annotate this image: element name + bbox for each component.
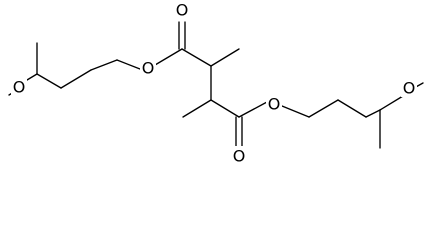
bond-right-ch-to-ether — [379, 95, 404, 111]
bond-left-oxy-to-ester-o — [116, 59, 141, 70]
o-right-ether-label: O — [403, 79, 416, 98]
bond-left-ester-o-to-carbonyl-carbon — [154, 48, 183, 66]
bond-left-ether-to-ch — [26, 73, 38, 81]
o-right-ester-label: O — [268, 95, 281, 114]
bond-right-ch2-to-ch2 — [337, 99, 367, 118]
o-bottom-carbonyl-label: O — [233, 147, 246, 166]
bond-right-ch2-to-ch — [365, 109, 381, 118]
bond-left-carbonyl-to-ch — [181, 48, 212, 67]
bond-layer — [8, 21, 424, 149]
bond-left-ch-to-ch2 — [36, 73, 62, 89]
o-left-ester-label: O — [142, 59, 155, 78]
bond-right-ester-o-to-oxy — [281, 105, 310, 118]
o-right-ether-background — [401, 79, 417, 97]
o-top-carbonyl-label: O — [176, 1, 189, 20]
o-left-ether-background — [11, 78, 27, 96]
o-left-ether-label: O — [13, 78, 26, 97]
bond-right-carbonyl-to-ester-o — [238, 101, 268, 118]
atom-label-layer: O O O O O O — [11, 0, 417, 166]
o-top-carbonyl-background — [174, 0, 190, 20]
bond-left-ch2-to-ch2 — [60, 69, 92, 89]
chemical-structure-diagram: O O O O O O — [8, 0, 424, 166]
o-right-ester-background — [266, 95, 282, 113]
bond-lower-ch-to-carbonyl-carbon — [210, 99, 240, 118]
bond-right-oxy-to-ch2 — [308, 99, 339, 118]
o-left-ester-background — [140, 59, 156, 77]
bond-lower-ch-to-methyl — [182, 99, 212, 118]
bond-upper-ch-to-methyl — [210, 48, 240, 67]
o-bottom-carbonyl-background — [231, 146, 247, 166]
bond-left-ch2-to-oxy — [90, 59, 118, 71]
